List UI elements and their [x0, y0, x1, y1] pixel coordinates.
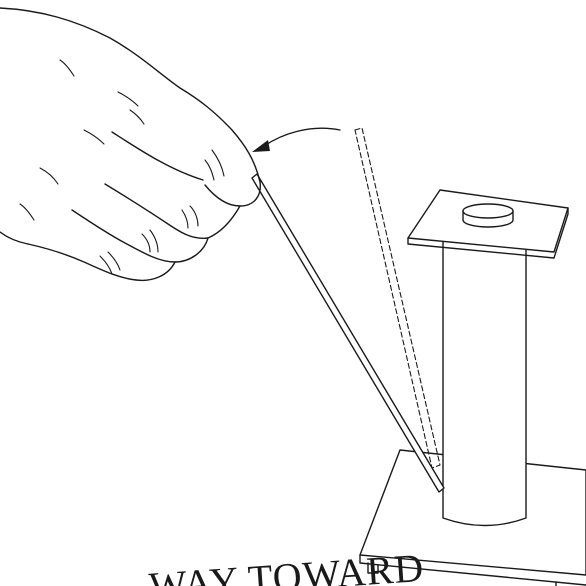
stand-column [443, 240, 526, 526]
weight-disc [463, 204, 513, 227]
thin-rod [252, 174, 444, 492]
watermark-text: WAY TOWARD [147, 545, 425, 586]
hand [0, 8, 260, 280]
motion-arrow [252, 128, 340, 152]
watermark: WAY TOWARD [147, 545, 425, 586]
